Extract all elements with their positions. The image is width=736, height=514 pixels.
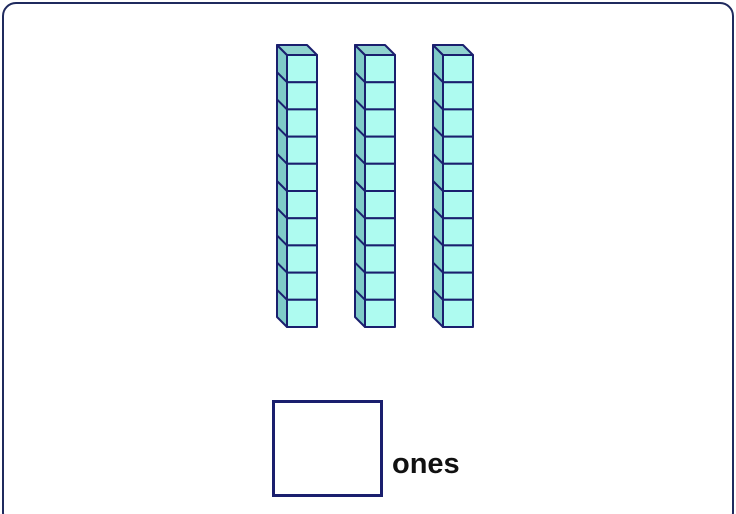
unit-cube xyxy=(442,135,474,165)
unit-cube xyxy=(442,190,474,220)
cube-edge xyxy=(354,289,366,301)
cube-edge xyxy=(354,125,366,138)
cube-edge xyxy=(276,234,288,247)
unit-cube xyxy=(286,271,318,301)
cube-edge xyxy=(276,289,288,301)
unit-cube xyxy=(442,298,474,328)
unit-cube xyxy=(286,190,318,220)
cube-edge xyxy=(276,261,288,274)
unit-cube xyxy=(286,54,318,84)
unit-cube xyxy=(442,162,474,193)
unit-cube xyxy=(442,271,474,301)
unit-cube xyxy=(364,244,396,274)
cube-edge xyxy=(432,71,444,83)
cube-edge xyxy=(354,98,366,111)
cube-edge xyxy=(276,207,288,219)
cube-edge xyxy=(432,207,444,219)
tens-rod xyxy=(354,44,396,328)
unit-cube xyxy=(286,135,318,165)
cube-edge xyxy=(354,180,366,192)
cube-edge xyxy=(432,289,444,301)
cube-edge xyxy=(354,207,366,219)
unit-cube xyxy=(364,190,396,220)
cube-edge xyxy=(432,234,444,247)
unit-cube xyxy=(442,81,474,111)
cube-edge xyxy=(354,261,366,274)
ones-label: ones xyxy=(392,448,460,480)
cube-edge xyxy=(276,71,288,83)
cube-edge xyxy=(276,180,288,192)
unit-cube xyxy=(364,298,396,328)
cube-edge xyxy=(432,261,444,274)
unit-cube xyxy=(364,135,396,165)
cube-edge xyxy=(432,125,444,138)
cube-edge xyxy=(276,153,288,165)
cube-edge xyxy=(432,180,444,192)
tens-rod xyxy=(432,44,474,328)
tens-rod xyxy=(276,44,318,328)
cube-edge xyxy=(354,153,366,165)
unit-cube xyxy=(286,217,318,247)
cube-edge xyxy=(276,125,288,138)
unit-cube xyxy=(364,54,396,84)
unit-cube xyxy=(364,217,396,247)
cube-edge xyxy=(276,98,288,111)
unit-cube xyxy=(442,217,474,247)
unit-cube xyxy=(364,271,396,301)
unit-cube xyxy=(364,162,396,193)
unit-cube xyxy=(364,81,396,111)
cube-edge xyxy=(432,98,444,111)
unit-cube xyxy=(442,54,474,84)
unit-cube xyxy=(286,108,318,138)
unit-cube xyxy=(286,162,318,193)
unit-cube xyxy=(286,298,318,328)
ones-answer-input[interactable] xyxy=(272,400,383,497)
unit-cube xyxy=(286,81,318,111)
unit-cube xyxy=(442,108,474,138)
cube-edge xyxy=(432,153,444,165)
cube-edge xyxy=(354,71,366,83)
cube-edge xyxy=(354,234,366,247)
unit-cube xyxy=(364,108,396,138)
unit-cube xyxy=(286,244,318,274)
unit-cube xyxy=(442,244,474,274)
